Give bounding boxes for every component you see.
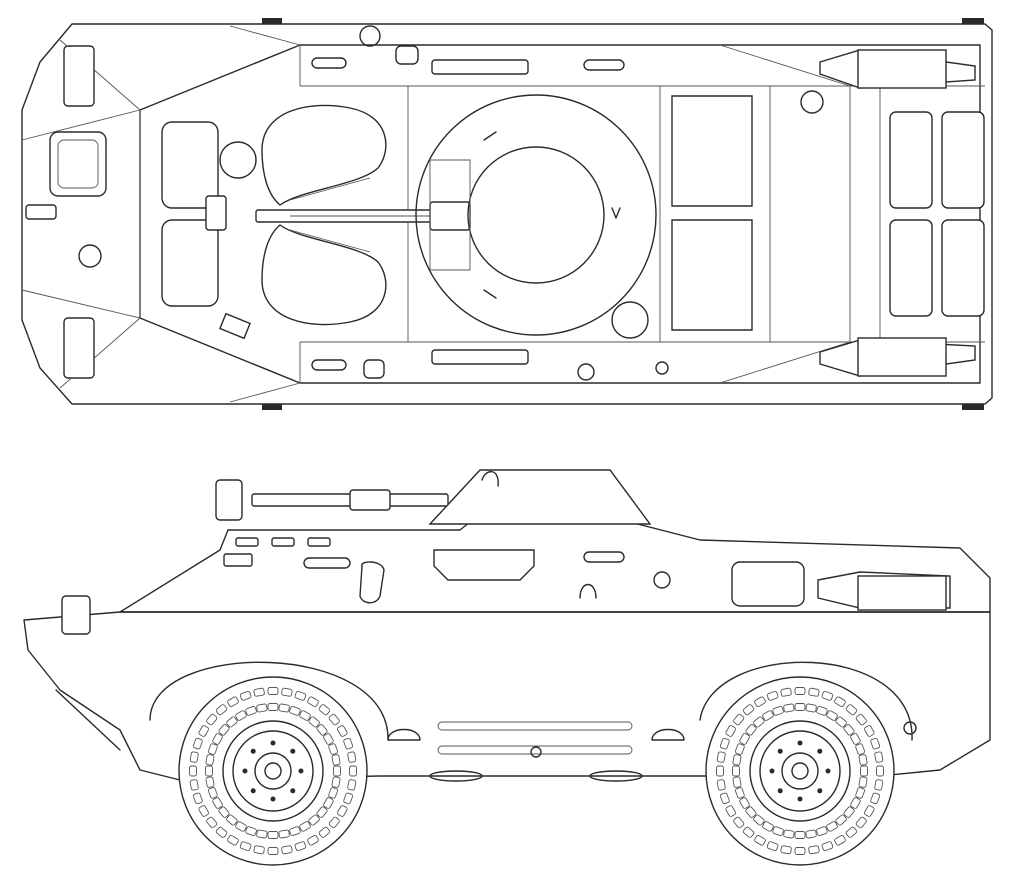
side-turret: [428, 469, 652, 525]
driver-hatch-upper: [161, 121, 219, 209]
rear-road-wheel: [705, 676, 895, 866]
turret-ring: [415, 94, 657, 336]
side-hatch-lower: [671, 219, 753, 331]
front-hatch-left: [49, 131, 107, 197]
periscope-port: [78, 244, 102, 268]
side-view: [23, 469, 991, 782]
front-road-wheel: [178, 676, 368, 866]
side-hatch-upper: [671, 95, 753, 207]
engine-grille-2: [941, 111, 985, 209]
top-view: [21, 18, 993, 410]
gunner-hatch: [261, 224, 387, 326]
engine-grille-4: [941, 219, 985, 317]
commander-hatch: [261, 104, 387, 206]
driver-hatch-lower: [161, 219, 219, 307]
side-lower-hull: [23, 611, 991, 781]
engine-grille-3: [889, 219, 933, 317]
engine-grille-1: [889, 111, 933, 209]
top-hull-outline: [21, 23, 993, 405]
side-rear-hatch: [731, 561, 805, 607]
turret-body: [467, 146, 605, 284]
road-wheels: [178, 676, 895, 866]
